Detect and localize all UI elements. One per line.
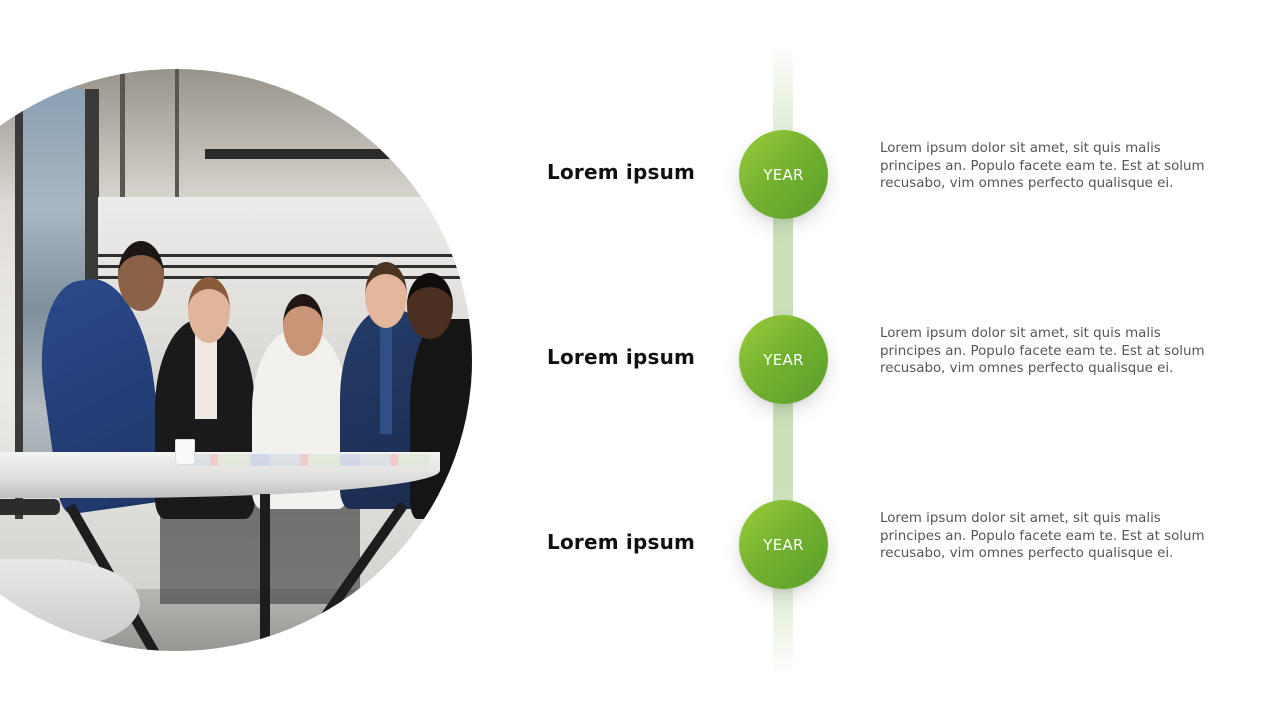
photo-window-frame [175, 69, 179, 209]
photo-person-4-head [365, 262, 407, 328]
photo-chair [0, 499, 60, 515]
timeline-item-title: Lorem ipsum [547, 160, 696, 184]
photo-wall-stripe [98, 265, 472, 268]
timeline-item-description: Lorem ipsum dolor sit amet, sit quis mal… [880, 326, 1205, 376]
timeline-node-label: YEAR [763, 165, 804, 184]
timeline-node-label: YEAR [763, 350, 804, 369]
photo-table-leg [260, 494, 270, 651]
photo-person-5 [410, 319, 472, 519]
photo-ceiling-beam [205, 149, 445, 159]
timeline-node-circle: YEAR [739, 315, 828, 404]
timeline-node-label: YEAR [763, 535, 804, 554]
photo-person-4-tie [380, 324, 392, 434]
timeline-item: Lorem ipsum YEAR Lorem ipsum dolor sit a… [0, 315, 1280, 405]
timeline-node-circle: YEAR [739, 130, 828, 219]
photo-window-frame [15, 89, 23, 519]
timeline-item: Lorem ipsum YEAR Lorem ipsum dolor sit a… [0, 500, 1280, 590]
timeline-item-title: Lorem ipsum [547, 530, 696, 554]
photo-wall-stripe [98, 276, 472, 279]
photo-person-2-head [188, 277, 230, 343]
team-meeting-photo [0, 69, 472, 651]
timeline-item-title: Lorem ipsum [547, 345, 696, 369]
timeline-item: Lorem ipsum YEAR Lorem ipsum dolor sit a… [0, 130, 1280, 220]
photo-foreground-chair [0, 559, 140, 649]
photo-window-frame [120, 69, 125, 209]
photo-person-5-head [407, 273, 453, 339]
photo-cup [175, 439, 195, 465]
timeline-item-description: Lorem ipsum dolor sit amet, sit quis mal… [880, 511, 1205, 561]
timeline-item-description: Lorem ipsum dolor sit amet, sit quis mal… [880, 141, 1205, 191]
photo-wall-stripe [98, 254, 472, 257]
photo-papers [180, 454, 430, 466]
photo-person-2-shirt [195, 329, 217, 419]
photo-person-1-head [118, 241, 164, 311]
timeline-node-circle: YEAR [739, 500, 828, 589]
